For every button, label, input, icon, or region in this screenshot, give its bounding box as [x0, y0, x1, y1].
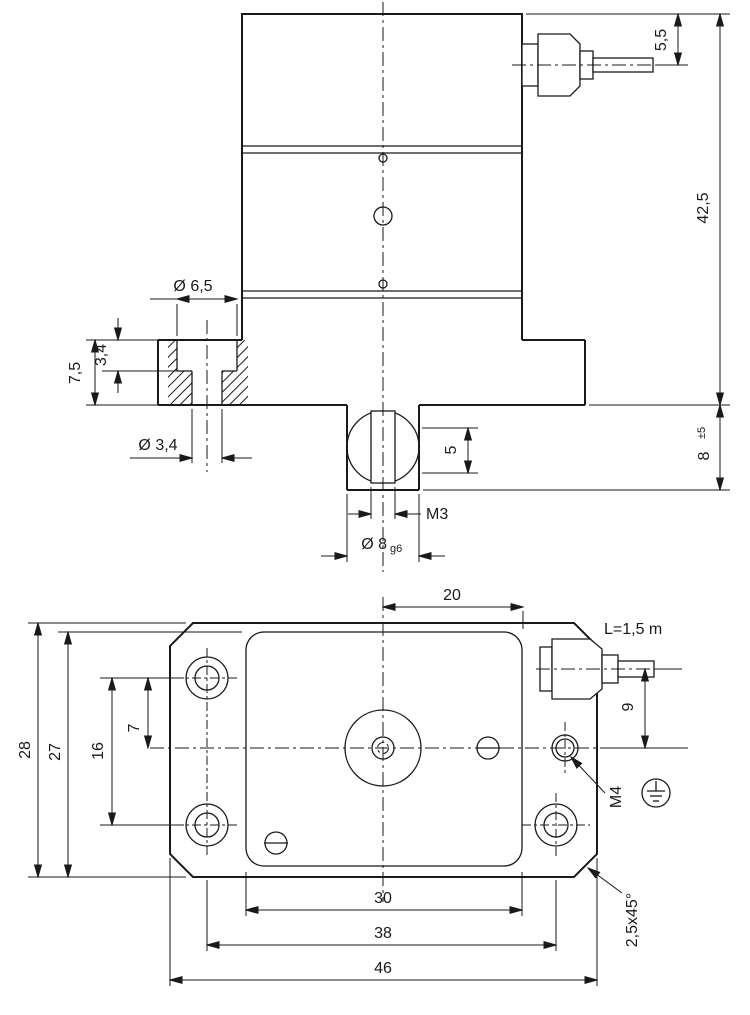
dim-earth-thread-label: M4 — [608, 786, 625, 808]
earth-symbol — [641, 778, 671, 808]
dim-hole-spacing-h-label: 38 — [374, 925, 392, 942]
dim-hole-to-center-label: 7 — [126, 723, 143, 732]
dim-cover-width-label: 30 — [374, 890, 392, 907]
dim-shaft-length-tol-label: ±5 — [696, 427, 708, 439]
dim-cable-axis-offset-label: 9 — [620, 702, 637, 711]
top-dimension-lines — [28, 607, 682, 986]
dim-cable-offset-label: 5,5 — [653, 29, 670, 51]
dim-overall-height-label: 28 — [17, 741, 34, 759]
top-centerlines — [150, 597, 688, 902]
gland-nut-top — [551, 638, 603, 700]
dim-counterbore-dia-label: Ø 6,5 — [173, 278, 212, 295]
dim-corner-chamfer-label: 2,5x45° — [624, 893, 641, 947]
housing-cover — [245, 631, 523, 867]
dim-flange-thickness-label: 7,5 — [67, 362, 84, 384]
dim-counterbore-depth-label: 3,4 — [93, 344, 110, 366]
base-plate — [169, 622, 598, 878]
dim-shaft-fit-label: g6 — [390, 543, 402, 555]
cable-gland-front — [521, 33, 654, 97]
cable-length-label: L=1,5 m — [604, 621, 662, 638]
dim-shaft-dia-label: Ø 8 — [361, 536, 387, 553]
front-body — [241, 13, 523, 340]
dim-thread-label: M3 — [426, 506, 448, 523]
cover-screw-bottom-left — [264, 831, 288, 855]
front-centerlines — [206, 2, 668, 572]
dim-hole-spacing-v-label: 16 — [90, 742, 107, 760]
dim-shaft-length-label: 8 — [696, 451, 713, 460]
front-dimension-lines — [86, 14, 730, 562]
gland-nut-front — [537, 33, 581, 97]
dim-overall-width-label: 46 — [374, 960, 392, 977]
top-view: 20 L=1,5 m 9 M4 28 27 16 7 30 38 46 2,5x… — [17, 587, 688, 986]
dim-total-height-label: 42,5 — [695, 192, 712, 223]
dim-through-hole-dia-label: Ø 3,4 — [138, 437, 177, 454]
dim-slot-depth-label: 5 — [443, 445, 460, 454]
flange-section — [157, 339, 586, 406]
dim-cover-height-label: 27 — [47, 743, 64, 761]
dim-center-to-edge-label: 20 — [443, 587, 461, 604]
front-view: Ø 6,5 3,4 7,5 Ø 3,4 5 M3 Ø 8 g6 5,5 42,5… — [67, 2, 730, 572]
